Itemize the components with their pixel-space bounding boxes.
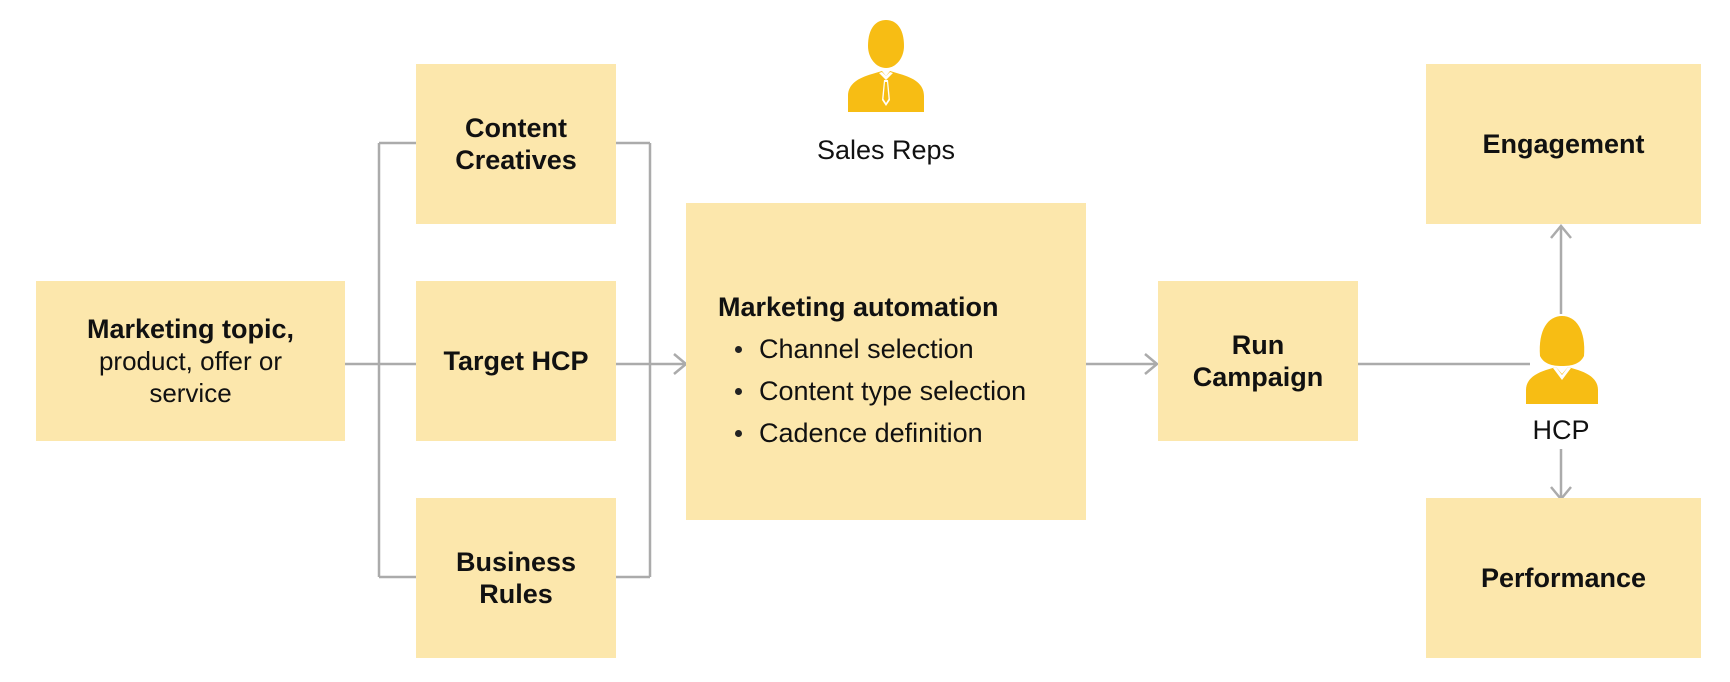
target-hcp-label: Target HCP [443,346,589,376]
bullet-text: Channel selection [759,334,974,364]
run-campaign-line1: Run [1231,330,1285,360]
marketing-topic-line2: product, offer or [98,346,283,376]
bullet-item: Cadence definition [718,417,1026,449]
hcp-label: HCP [1532,415,1590,445]
bullet-dot-icon [735,429,742,437]
business-rules-line1: Business [455,547,577,577]
content-creatives-line1: Content [465,113,567,143]
businessman-icon [848,20,924,112]
bullet-dot-icon [735,345,742,353]
bullet-item: Content type selection [718,375,1026,407]
marketing-automation-heading: Marketing automation [718,292,999,322]
marketing-topic-line3: service [149,378,232,408]
box-engagement: Engagement [1426,64,1701,224]
business-rules-line2: Rules [479,579,553,609]
businesswoman-icon [1526,316,1598,404]
box-marketing-automation: Marketing automation Channel selection C… [686,203,1086,520]
engagement-label: Engagement [1482,129,1645,159]
bullet-dot-icon [735,387,742,395]
sales-reps-label: Sales Reps [816,135,956,165]
box-marketing-topic: Marketing topic, product, offer or servi… [36,281,345,441]
content-creatives-line2: Creatives [455,145,577,175]
arrowhead-to-engagement [1550,224,1572,239]
box-performance: Performance [1426,498,1701,658]
box-run-campaign: Run Campaign [1158,281,1358,441]
arrowhead-to-run-campaign [1144,353,1159,375]
marketing-automation-bullets: Channel selection Content type selection… [718,333,1026,459]
run-campaign-line2: Campaign [1192,362,1324,392]
bullet-text: Cadence definition [759,418,983,448]
performance-label: Performance [1480,563,1647,593]
bullet-text: Content type selection [759,376,1027,406]
box-content-creatives: Content Creatives [416,64,616,224]
box-business-rules: Business Rules [416,498,616,658]
marketing-topic-bold-text: Marketing topic, [86,314,295,344]
box-target-hcp: Target HCP [416,281,616,441]
bullet-item: Channel selection [718,333,1026,365]
